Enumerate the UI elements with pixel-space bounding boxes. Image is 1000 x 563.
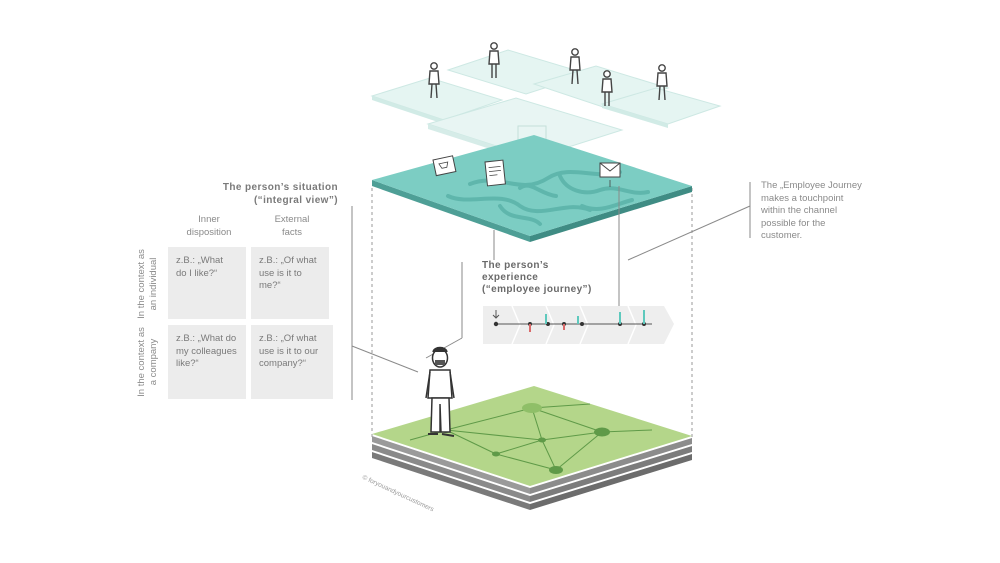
touchpoint-document-card	[484, 159, 506, 187]
base-side-left-2	[372, 444, 530, 502]
row-header-individual: In the context as an individual	[136, 249, 159, 319]
person-figure-4	[601, 70, 613, 106]
situation-card-individual-inner: z.B.: „What do I like?“	[168, 247, 246, 319]
connector-lines	[351, 182, 751, 400]
top-people	[428, 42, 668, 106]
row-header-company: In the context as a company	[136, 327, 159, 397]
channel-plane	[372, 135, 692, 242]
channel-paths	[446, 170, 650, 226]
glass-plane-far-right-edge	[602, 104, 668, 128]
employee-journey-note: The „Employee Journey makes a touchpoint…	[761, 180, 862, 241]
journey-ticks	[529, 310, 645, 332]
person-figure-3	[569, 48, 581, 85]
column-header-inner-disposition: Inner disposition	[186, 214, 232, 238]
person-figure-1	[428, 62, 440, 99]
journey-chevrons	[511, 305, 637, 345]
journey-start-arrow	[492, 310, 500, 319]
glass-plane-left-edge	[372, 96, 444, 124]
base-side-right-2	[530, 446, 692, 502]
connector-person-situation	[351, 345, 419, 373]
person-figure-main	[425, 346, 455, 437]
journey-bar	[483, 305, 674, 345]
situation-card-company-external: z.B.: „Of what use is it to our company?…	[251, 325, 333, 399]
base-side-right-1	[530, 438, 692, 494]
situation-card-individual-external: z.B.: „Of what use is it to me?“	[251, 247, 329, 319]
situation-title: The person’s situation (“integral view”)	[170, 181, 338, 207]
network-base	[372, 386, 692, 510]
column-header-external-facts: External facts	[274, 214, 310, 238]
base-top	[372, 386, 692, 486]
situation-title-line1: The person’s situation	[222, 182, 338, 193]
connector-note	[627, 205, 751, 261]
network-nodes	[441, 403, 610, 474]
touchpoint-cart-card	[432, 155, 457, 177]
envelope-icon	[599, 162, 621, 187]
situation-title-line2: (“integral view”)	[253, 195, 338, 206]
base-side-left-1	[372, 436, 530, 494]
experience-title: The person’s experience (“employee journ…	[482, 260, 592, 295]
person-figure-5	[656, 64, 668, 101]
person-figure-2	[488, 42, 500, 78]
base-side-right-3	[530, 454, 692, 510]
channel-plane-side-left	[372, 180, 530, 242]
journey-bar-background	[483, 306, 674, 344]
channel-plane-side-right	[530, 186, 692, 242]
base-side-left-3	[372, 452, 530, 510]
situation-card-company-inner: z.B.: „What do my colleagues like?“	[168, 325, 246, 399]
